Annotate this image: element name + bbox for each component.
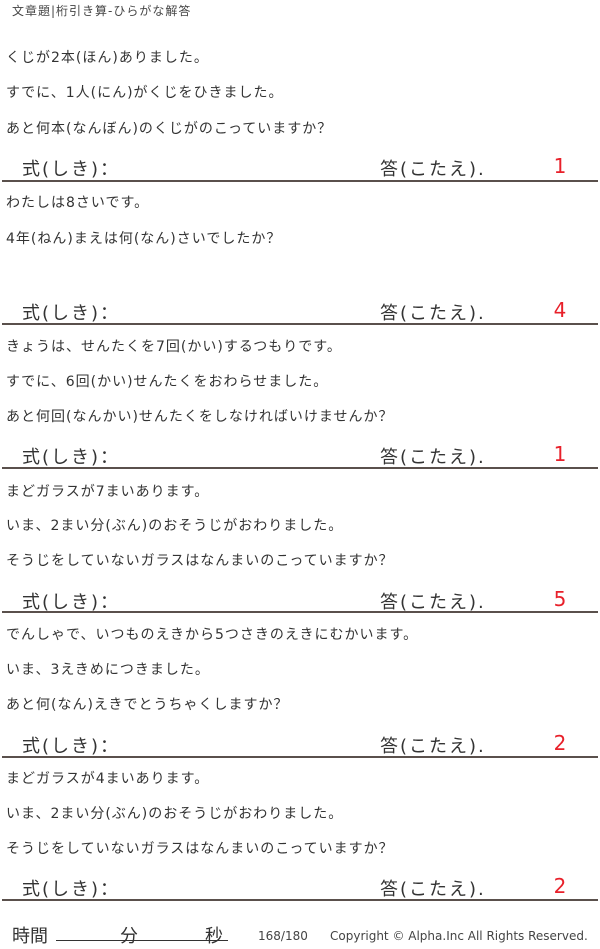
problem-3-line-1: きょうは、せんたくを7回(かい)するつもりです。 <box>6 339 342 355</box>
problem-2-line-1: わたしは8さいです。 <box>6 195 150 211</box>
problem-6-line-1: まどガラスが4まいあります。 <box>6 771 210 787</box>
problem-6-line-3: そうじをしていないガラスはなんまいのこっていますか？ <box>6 841 394 857</box>
problem-1-line-3: あと何本(なんぼん)のくじがのこっていますか？ <box>6 121 333 137</box>
problem-3-answer-label: 答(こたえ). <box>380 447 486 468</box>
problem-5-line-3: あと何(なん)えきでとうちゃくしますか？ <box>6 697 289 713</box>
copyright: Copyright © Alpha.Inc All Rights Reserve… <box>330 929 588 943</box>
page-number: 168/180 <box>258 929 308 943</box>
problem-1-line-1: くじが2本(ほん)ありました。 <box>6 50 209 66</box>
problem-2-line-2: 4年(ねん)まえは何(なん)さいでしたか？ <box>6 231 282 247</box>
problem-3-formula-label: 式(しき)： <box>22 447 121 468</box>
time-underline <box>56 940 228 941</box>
problem-2-formula-label: 式(しき)： <box>22 303 121 324</box>
problem-5-divider <box>2 756 598 758</box>
problem-4-line-1: まどガラスが7まいあります。 <box>6 484 210 500</box>
problem-5-answer: 2 <box>553 731 567 755</box>
problem-1-answer: 1 <box>553 154 567 178</box>
problem-3-divider <box>2 467 598 469</box>
problem-2-divider <box>2 323 598 325</box>
problem-5-formula-label: 式(しき)： <box>22 736 121 757</box>
problem-1-formula-label: 式(しき)： <box>22 159 121 180</box>
problem-1-answer-label: 答(こたえ). <box>380 159 486 180</box>
problem-1-divider <box>2 180 598 182</box>
seconds-label: 秒 <box>205 926 223 947</box>
problem-1-line-2: すでに、1人(にん)がくじをひきました。 <box>6 85 284 101</box>
problem-2-answer-label: 答(こたえ). <box>380 303 486 324</box>
minutes-label: 分 <box>120 926 138 947</box>
problem-6-formula-label: 式(しき)： <box>22 879 121 900</box>
problem-6-line-2: いま、2まい分(ぶん)のおそうじがおわりました。 <box>6 806 344 822</box>
problem-6-answer: 2 <box>553 874 567 898</box>
problem-6-divider <box>2 899 598 901</box>
problem-3-line-3: あと何回(なんかい)せんたくをしなければいけませんか？ <box>6 409 394 425</box>
problem-6-answer-label: 答(こたえ). <box>380 879 486 900</box>
problem-5-answer-label: 答(こたえ). <box>380 736 486 757</box>
problem-4-line-2: いま、2まい分(ぶん)のおそうじがおわりました。 <box>6 518 344 534</box>
problem-5-line-1: でんしゃで、いつものえきから5つさきのえきにむかいます。 <box>6 627 419 643</box>
worksheet-title: 文章題|桁引き算-ひらがな解答 <box>12 4 192 18</box>
problem-5-line-2: いま、3えきめにつきました。 <box>6 662 210 678</box>
problem-3-line-2: すでに、6回(かい)せんたくをおわらせました。 <box>6 374 329 390</box>
problem-3-answer: 1 <box>553 442 567 466</box>
problem-4-answer: 5 <box>553 587 567 611</box>
problem-4-line-3: そうじをしていないガラスはなんまいのこっていますか？ <box>6 553 394 569</box>
problem-2-answer: 4 <box>553 298 567 322</box>
problem-4-answer-label: 答(こたえ). <box>380 592 486 613</box>
problem-4-formula-label: 式(しき)： <box>22 592 121 613</box>
problem-4-divider <box>2 611 598 613</box>
time-label: 時間 <box>12 926 48 947</box>
